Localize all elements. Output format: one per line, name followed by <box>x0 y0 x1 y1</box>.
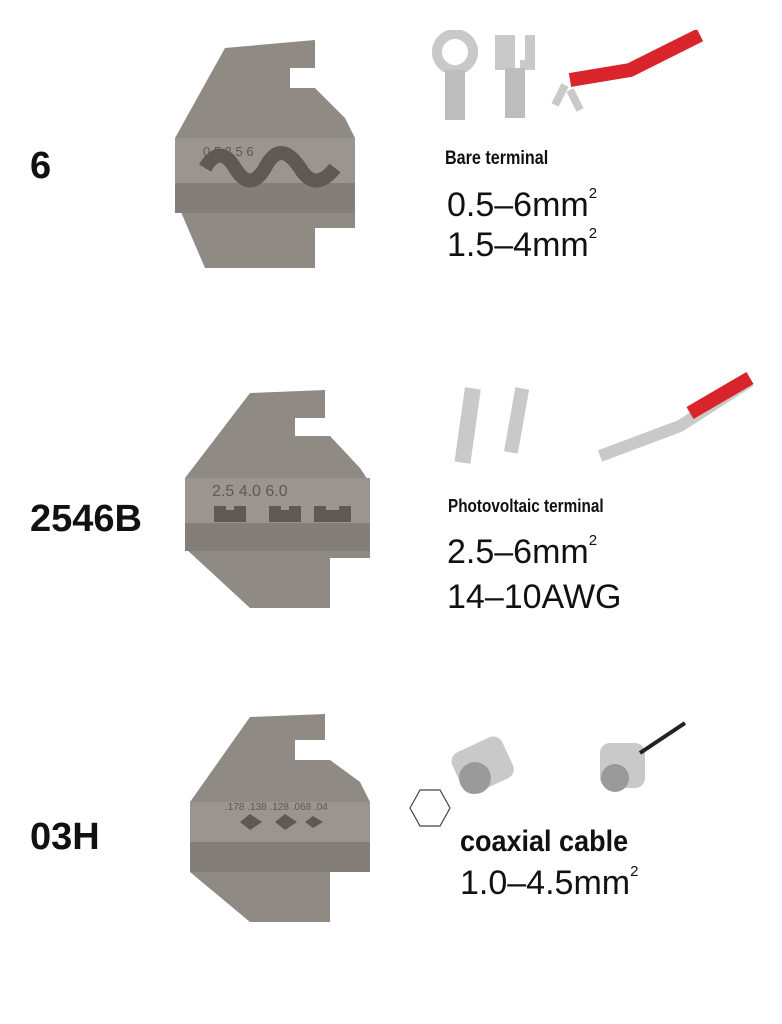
model-label-2546b: 2546B <box>30 498 142 540</box>
spec-line: 2.5–6mm2 <box>447 532 598 571</box>
terminal-type-label: Photovoltaic terminal <box>448 496 604 516</box>
spec-line: 1.5–4mm2 <box>447 225 598 264</box>
model-label-6: 6 <box>30 145 52 187</box>
bnc-connector-image <box>409 721 687 827</box>
terminal-type-label: Bare terminal <box>445 148 549 169</box>
svg-text:.178 .138 .128 .068 .04: .178 .138 .128 .068 .04 <box>225 802 328 813</box>
crimp-die-6-image: 0.5 2.5 6 <box>175 40 355 268</box>
svg-text:0.5 2.5 6: 0.5 2.5 6 <box>203 144 254 159</box>
ring-fork-terminal-image <box>432 30 704 120</box>
photovoltaic-terminal-image <box>454 371 754 464</box>
spec-line: 1.0–4.5mm2 <box>460 863 639 902</box>
crimp-die-03h-image: .178 .138 .128 .068 .04 <box>190 714 370 922</box>
svg-text:2.5 4.0 6.0: 2.5 4.0 6.0 <box>212 483 288 500</box>
spec-line: 0.5–6mm2 <box>447 185 598 224</box>
spec-line: 14–10AWG <box>447 578 622 616</box>
crimp-die-2546b-image: 2.5 4.0 6.0 <box>185 390 370 608</box>
model-label-03h: 03H <box>30 816 100 858</box>
terminal-type-label: coaxial cable <box>460 825 629 858</box>
